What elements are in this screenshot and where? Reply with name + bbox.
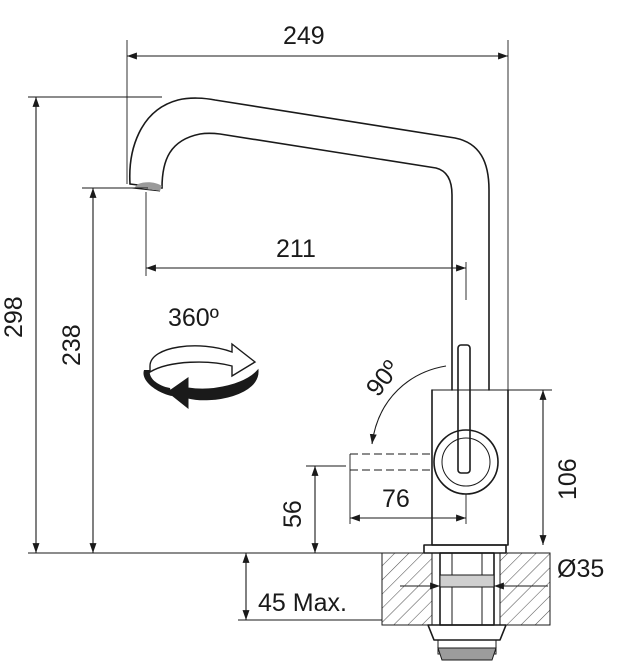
mounting-shank [427,552,507,661]
max-thickness-label: 45 Max. [258,589,347,617]
rotation-arrow-icon [143,342,259,410]
overall-width-label: 249 [283,22,325,50]
dimension-spout-reach [145,192,467,300]
hole-diameter-label: Ø35 [557,555,604,583]
dimension-lever-height [306,465,346,553]
dimension-max-thickness [238,552,382,621]
lever-handle [457,344,471,474]
lever-angle-label: 90º [361,355,406,401]
faucet-base-body [423,389,509,560]
dimension-overall-width [126,40,509,545]
dimension-lever-angle [350,365,447,471]
lever-height-label: 56 [279,500,307,528]
lever-reach-label: 76 [382,485,410,513]
dimension-base-height [508,389,552,545]
countertop-section [381,552,551,626]
rotation-label: 360º [168,304,219,332]
overall-height-label: 298 [0,296,28,338]
base-height-label: 106 [554,458,582,500]
faucet-outline [129,97,490,391]
dimension-lever-reach [349,454,467,524]
dimension-overall-height [28,96,432,554]
spout-height-label: 238 [58,324,86,366]
dimension-spout-height [82,187,148,553]
spout-reach-label: 211 [276,235,316,263]
